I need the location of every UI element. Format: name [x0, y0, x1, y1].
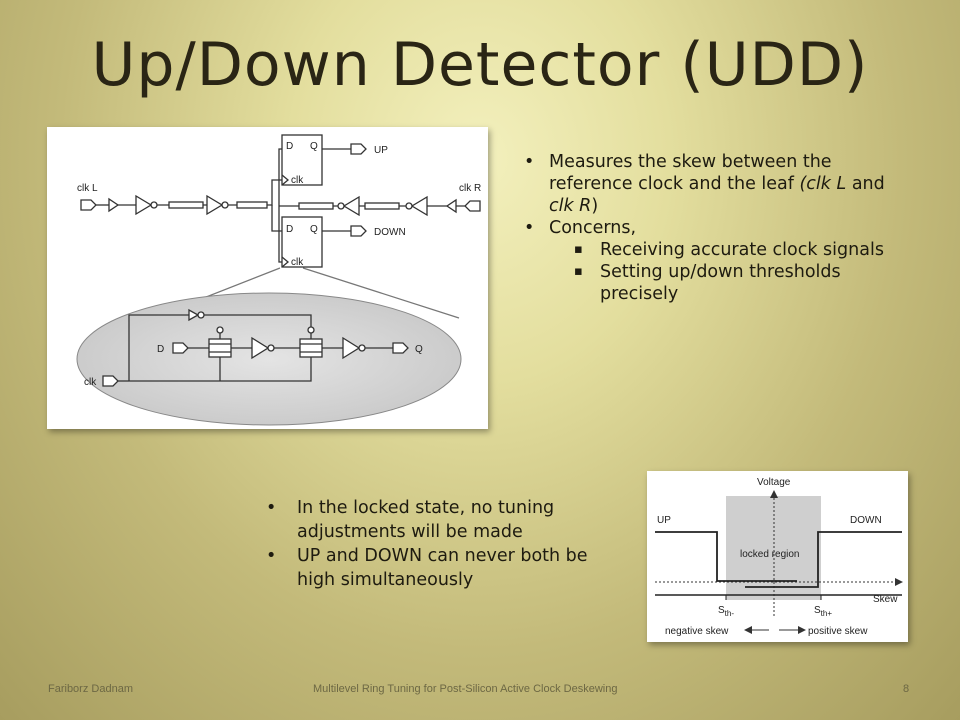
concerns-bullet-list: Measures the skew between the reference … [524, 151, 914, 305]
locked-region-label: locked region [740, 549, 799, 560]
footer-paper-title: Multilevel Ring Tuning for Post-Silicon … [313, 683, 618, 695]
ff-top-d-label: D [286, 141, 293, 152]
udd-circuit-diagram: D Q clk D Q clk UP DOWN clk L clk R D Q … [47, 127, 488, 429]
bullet-text-mid: and [846, 174, 885, 194]
ff-bottom-q-label: Q [310, 224, 318, 235]
skew-axis-label: Skew [873, 594, 898, 605]
down-waveform [745, 531, 902, 588]
bullet-locked-state: In the locked state, no tuning adjustmen… [266, 496, 626, 544]
clk-r-label: clk R [459, 183, 481, 194]
bullet-italic-clk-l: (clk L [799, 174, 847, 194]
slide-title: Up/Down Detector (UDD) [91, 30, 869, 100]
locked-state-bullet-list: In the locked state, no tuning adjustmen… [266, 496, 626, 592]
ff-bottom-d-label: D [286, 224, 293, 235]
bullet-text: Measures the skew between the reference … [549, 152, 832, 194]
subbullet-accurate-clock: Receiving accurate clock signals [549, 239, 914, 261]
transmission-gate-1 [208, 338, 232, 358]
down-label: DOWN [850, 515, 882, 526]
transmission-gate-2 [299, 338, 323, 358]
footer-author: Fariborz Dadnam [48, 683, 133, 695]
clk-l-label: clk L [77, 183, 98, 194]
bullet-measures-skew: Measures the skew between the reference … [524, 151, 914, 217]
latch-d-label: D [157, 344, 164, 355]
output-up-label: UP [374, 145, 388, 156]
ff-bottom-clk-label: clk [291, 257, 304, 268]
bullet-concerns: Concerns, Receiving accurate clock signa… [524, 217, 914, 305]
locked-region-graph: Voltage UP DOWN locked region Skew Sth- … [647, 471, 908, 642]
sth-minus-label: Sth- [718, 605, 734, 618]
flipflop-bottom [281, 216, 323, 268]
up-label: UP [657, 515, 671, 526]
ff-top-clk-label: clk [291, 175, 304, 186]
flipflop-top [281, 134, 323, 186]
bullet-never-both-high: UP and DOWN can never both be high simul… [266, 544, 626, 592]
negative-skew-label: negative skew [665, 626, 729, 637]
up-waveform [655, 531, 797, 582]
ff-top-q-label: Q [310, 141, 318, 152]
bullet-text: Concerns, [549, 218, 637, 238]
sth-plus-label: Sth+ [814, 605, 832, 618]
output-down-label: DOWN [374, 227, 406, 238]
footer-page-number: 8 [903, 683, 910, 695]
concerns-sublist: Receiving accurate clock signals Setting… [549, 239, 914, 305]
latch-q-label: Q [415, 344, 423, 355]
voltage-axis-label: Voltage [757, 477, 791, 488]
positive-skew-label: positive skew [808, 626, 868, 637]
zoom-ellipse [76, 292, 462, 426]
bullet-text-end: ) [591, 196, 599, 216]
subbullet-thresholds: Setting up/down thresholds precisely [549, 261, 914, 305]
latch-clk-label: clk [84, 377, 97, 388]
bullet-italic-clk-r: clk R [549, 196, 592, 216]
